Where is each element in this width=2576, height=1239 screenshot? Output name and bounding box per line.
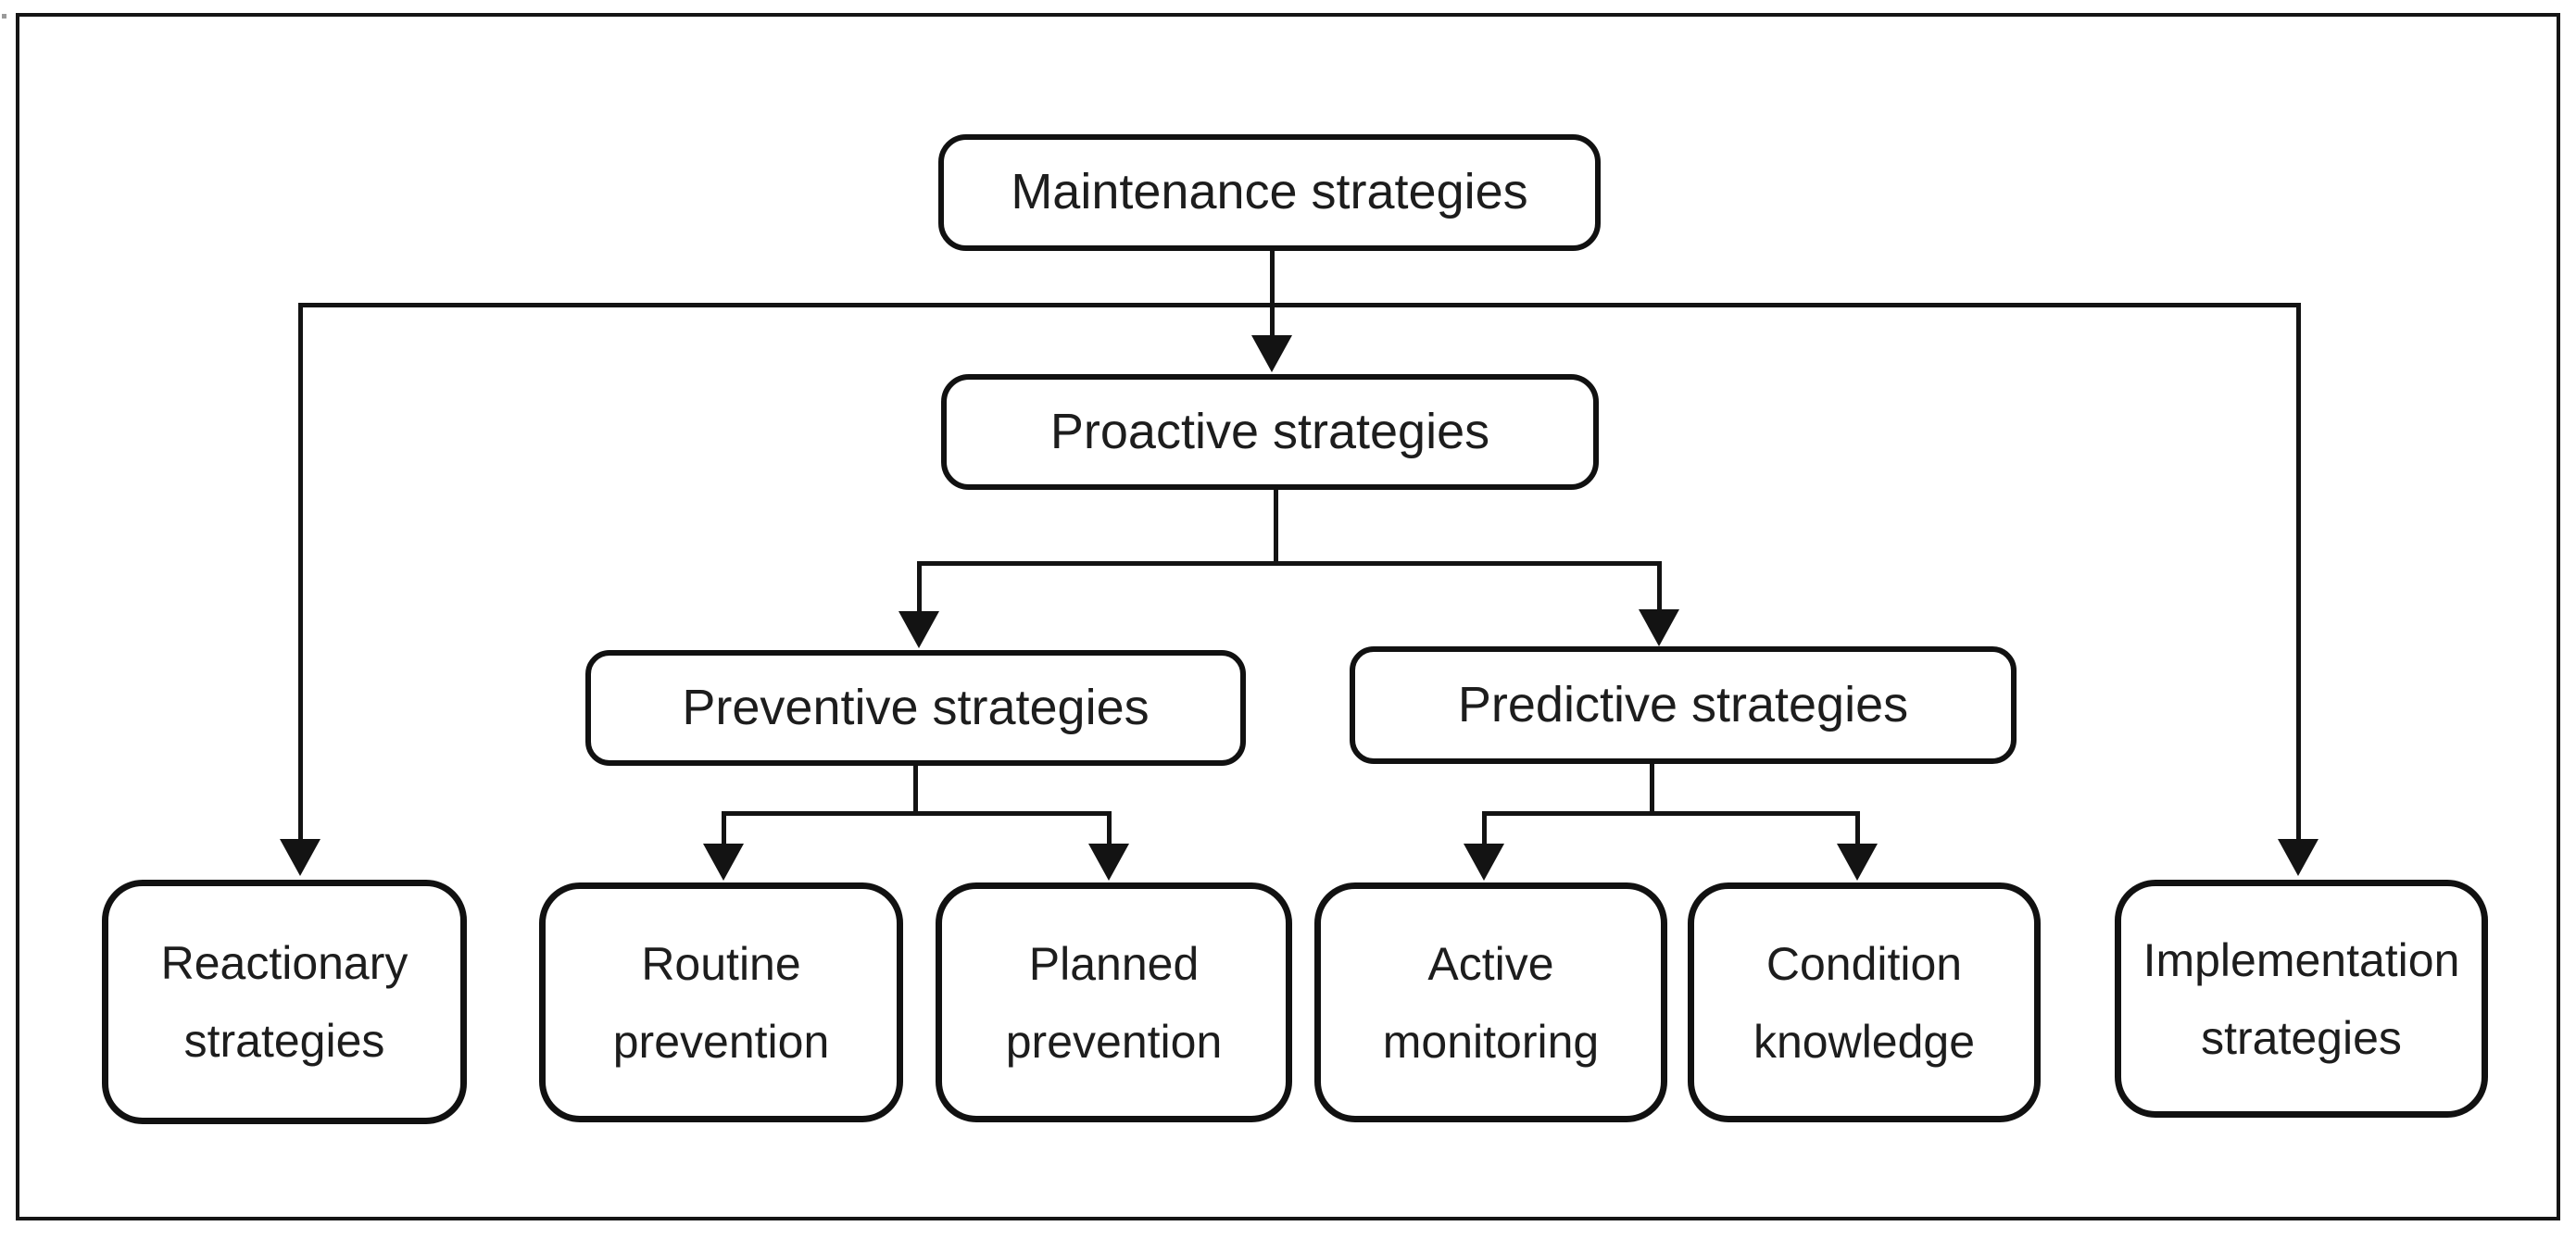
connector-sub-rail-right bbox=[1482, 811, 1860, 816]
node-implementation-strategies: Implementation strategies bbox=[2115, 880, 2488, 1118]
connector-drop-preventive bbox=[917, 561, 922, 615]
arrowhead-into-reactionary bbox=[280, 839, 320, 876]
connector-mid-rail bbox=[917, 561, 1662, 566]
node-routine-prevention: Routine prevention bbox=[539, 882, 903, 1122]
connector-drop-predictive bbox=[1657, 561, 1662, 615]
connector-sub-rail-left bbox=[722, 811, 1112, 816]
arrowhead-into-proactive bbox=[1251, 335, 1292, 372]
node-condition-knowledge: Condition knowledge bbox=[1688, 882, 2041, 1122]
node-active-monitoring: Active monitoring bbox=[1314, 882, 1667, 1122]
connector-drop-planned bbox=[1107, 811, 1112, 848]
scan-artifact-dot bbox=[2, 14, 6, 19]
connector-maintenance-proactive-stem bbox=[1270, 248, 1275, 338]
connector-predictive-stem bbox=[1650, 763, 1654, 815]
node-proactive-strategies: Proactive strategies bbox=[941, 374, 1599, 490]
node-maintenance-strategies: Maintenance strategies bbox=[938, 134, 1601, 251]
connector-drop-condition bbox=[1855, 811, 1860, 848]
arrowhead-into-condition bbox=[1837, 844, 1878, 881]
connector-drop-routine bbox=[722, 811, 726, 848]
connector-top-rail bbox=[298, 303, 2301, 307]
connector-drop-reactionary bbox=[298, 303, 303, 841]
connector-proactive-stem bbox=[1274, 490, 1278, 566]
node-predictive-strategies: Predictive strategies bbox=[1350, 646, 2017, 764]
connector-drop-active bbox=[1482, 811, 1487, 848]
arrowhead-into-predictive bbox=[1639, 609, 1679, 646]
arrowhead-into-active bbox=[1464, 844, 1504, 881]
node-preventive-strategies: Preventive strategies bbox=[585, 650, 1246, 766]
arrowhead-into-preventive bbox=[898, 611, 939, 648]
arrowhead-into-implementation bbox=[2278, 839, 2318, 876]
connector-drop-implementation bbox=[2296, 303, 2301, 841]
node-reactionary-strategies: Reactionary strategies bbox=[102, 880, 467, 1124]
connector-preventive-stem bbox=[913, 766, 918, 815]
diagram-outer-border bbox=[16, 13, 2560, 1220]
node-planned-prevention: Planned prevention bbox=[936, 882, 1292, 1122]
arrowhead-into-routine bbox=[703, 844, 744, 881]
arrowhead-into-planned bbox=[1088, 844, 1129, 881]
